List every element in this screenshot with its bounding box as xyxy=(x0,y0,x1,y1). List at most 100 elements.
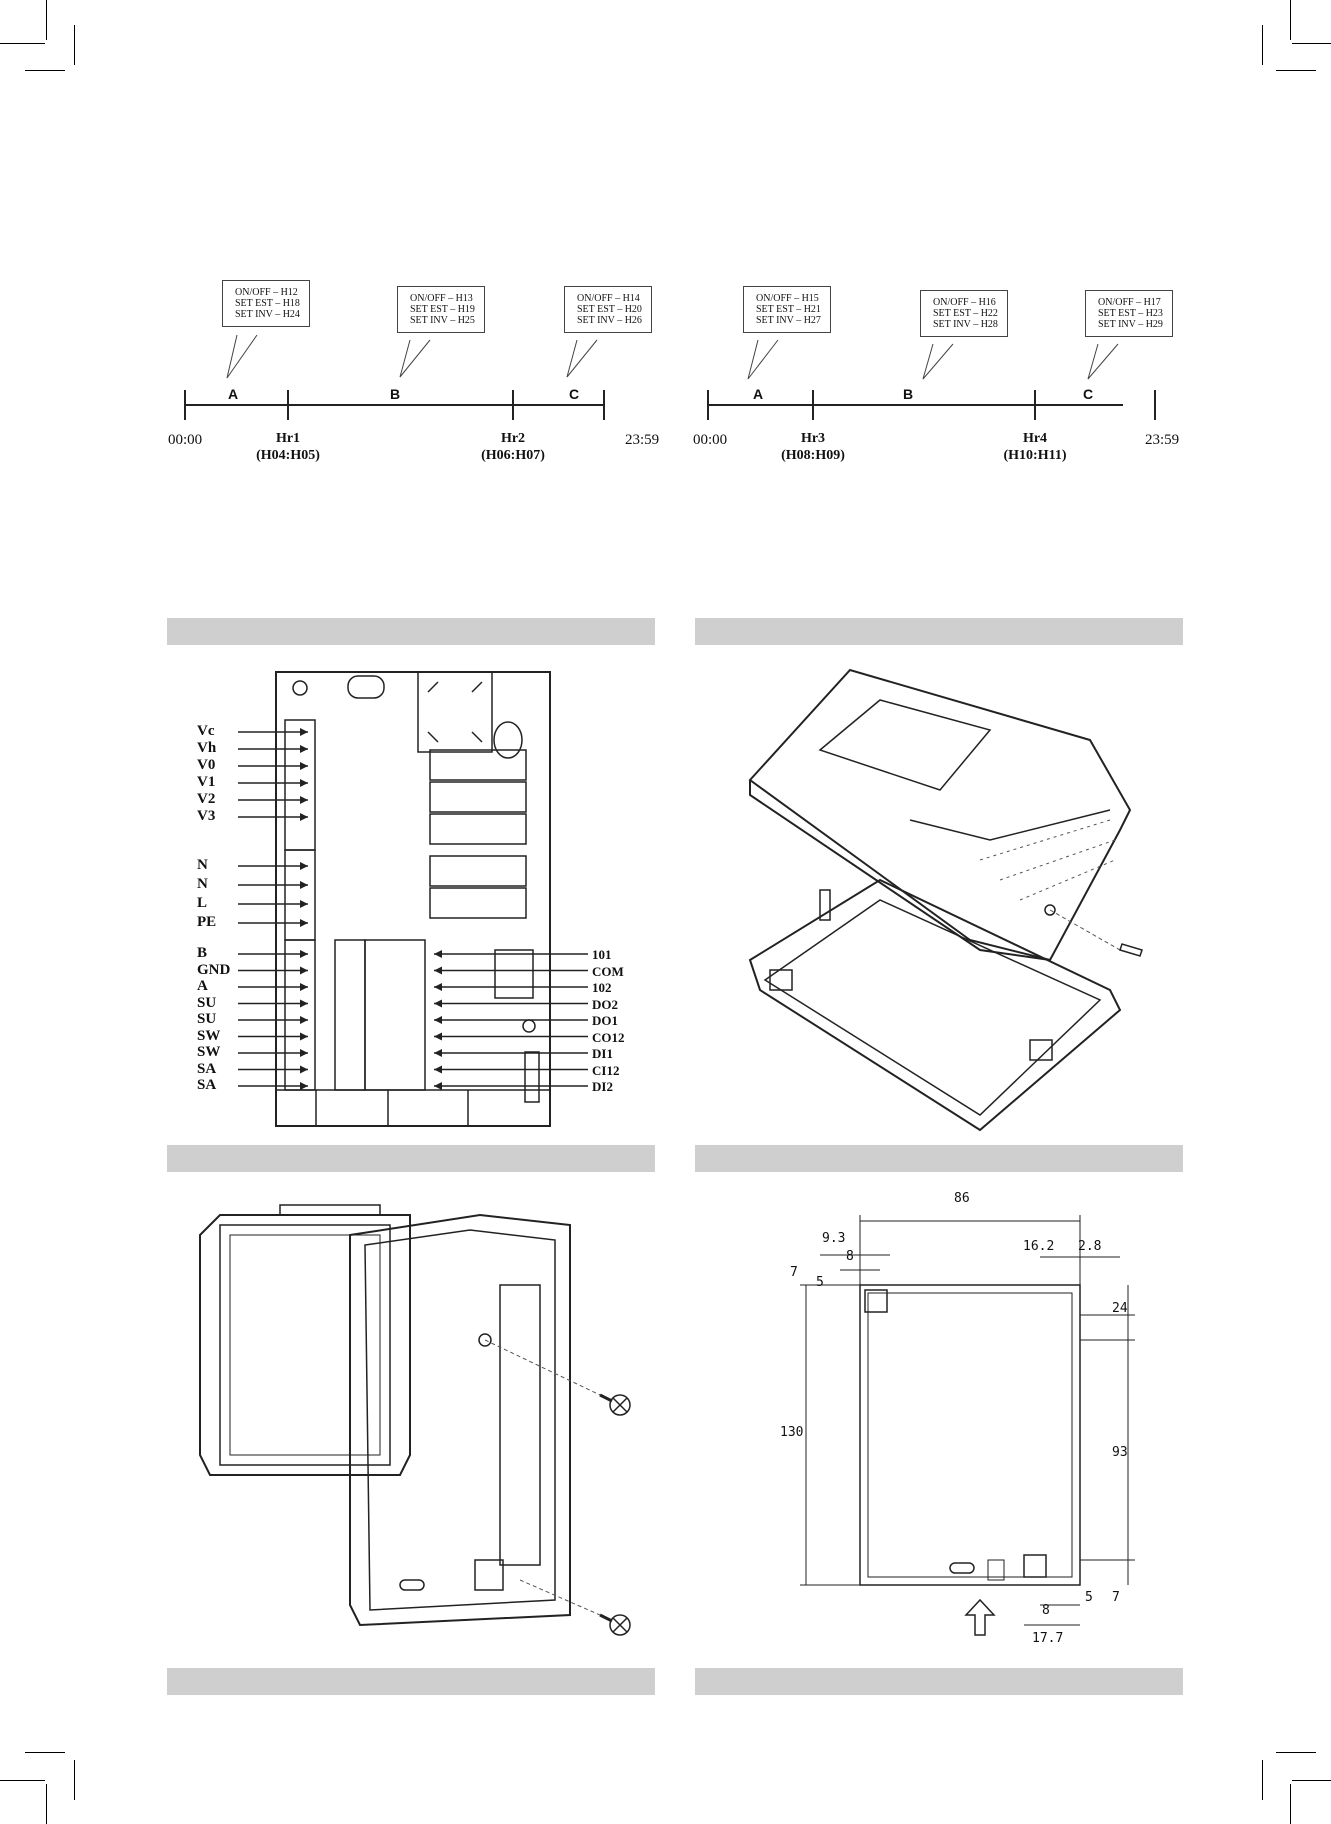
terminal-label: DI2 xyxy=(592,1079,613,1094)
marker-label: Hr4 (H10:H11) xyxy=(975,430,1095,464)
callout-line: SET INV – H25 xyxy=(410,315,475,326)
marker-name: Hr1 xyxy=(275,431,301,446)
terminal-label: B xyxy=(197,945,208,961)
callout-line: SET EST – H23 xyxy=(1098,308,1163,319)
callout-tail-icon xyxy=(1087,343,1119,380)
device-isometric xyxy=(730,660,1170,1140)
dim-label: 93 xyxy=(1112,1445,1128,1460)
callout-b: ON/OFF – H13 SET EST – H19 SET INV – H25 xyxy=(397,286,485,333)
dim-label: 5 xyxy=(816,1275,824,1290)
callout-tail-icon xyxy=(922,343,954,380)
wire-arrowhead xyxy=(300,762,308,770)
terminal-label: V3 xyxy=(197,808,216,824)
terminal-label: 101 xyxy=(592,947,612,962)
marker-label: Hr3 (H08:H09) xyxy=(753,430,873,464)
dim-label: 9.3 xyxy=(822,1231,846,1246)
wire-arrowhead xyxy=(300,983,308,991)
wire-arrowhead xyxy=(300,796,308,804)
callout-line: ON/OFF – H17 xyxy=(1098,297,1161,308)
dim-width: 86 xyxy=(954,1191,970,1206)
wire-arrows xyxy=(238,728,588,1090)
wire-arrowhead xyxy=(434,983,442,991)
time-end-label: 23:59 xyxy=(1145,432,1180,448)
crop-mark-br-h2 xyxy=(1276,1752,1316,1753)
wire-arrowhead xyxy=(434,1016,442,1024)
callout-line: SET EST – H18 xyxy=(235,298,300,309)
wire-arrowhead xyxy=(434,999,442,1008)
terminal-label: SA xyxy=(197,1060,217,1077)
terminal-label: SU xyxy=(197,1011,217,1027)
wire-arrowhead xyxy=(300,728,308,736)
timeline-1: ON/OFF – H12 SET EST – H18 SET INV – H24… xyxy=(168,270,690,480)
wiring-board-drawing xyxy=(275,671,551,1127)
terminal-label: Vh xyxy=(197,740,217,756)
marker-params: (H04:H05) xyxy=(256,448,320,463)
terminal-label: GND xyxy=(197,961,231,978)
terminal-label: SW xyxy=(197,1027,221,1044)
tick-start xyxy=(184,390,186,420)
wire-arrowhead xyxy=(434,950,442,958)
terminal-label: N xyxy=(197,857,208,873)
callout-line: SET INV – H27 xyxy=(756,315,821,326)
terminal-label: DI1 xyxy=(592,1046,613,1061)
timeline-2: ON/OFF – H15 SET EST – H21 SET INV – H27… xyxy=(693,270,1213,480)
terminal-label: N xyxy=(197,876,208,892)
time-start-label: 00:00 xyxy=(693,432,728,448)
crop-mark-tl-h2 xyxy=(25,70,65,71)
callout-line: SET EST – H22 xyxy=(933,308,998,319)
dim-label: 8 xyxy=(1042,1603,1050,1618)
tick-marker-2 xyxy=(1034,390,1036,420)
callout-c: ON/OFF – H17 SET EST – H23 SET INV – H29 xyxy=(1085,290,1173,337)
wire-arrowhead xyxy=(434,1032,442,1041)
dimension-lines-drawing xyxy=(800,1215,1135,1636)
marker-name: Hr2 xyxy=(500,431,526,446)
section-bar-mount-bottom xyxy=(167,1668,655,1695)
tick-end xyxy=(603,390,605,420)
wire-arrowhead xyxy=(300,1049,308,1057)
crop-mark-tr-h2 xyxy=(1276,70,1316,71)
segment-label: A xyxy=(228,386,239,402)
callout-tail-icon xyxy=(566,339,598,378)
dim-label: 24 xyxy=(1112,1301,1128,1316)
terminal-label: V0 xyxy=(197,757,216,773)
marker-label: Hr2 (H06:H07) xyxy=(453,430,573,464)
wire-arrowhead xyxy=(300,779,308,787)
terminal-label: V2 xyxy=(197,791,216,807)
wire-arrowhead xyxy=(434,1065,442,1074)
timeline-axis xyxy=(184,404,604,406)
callout-tail-icon xyxy=(399,339,431,378)
terminal-label: L xyxy=(197,895,208,911)
marker-params: (H08:H09) xyxy=(781,448,845,463)
dim-label: 7 xyxy=(1112,1590,1120,1605)
wire-arrowhead xyxy=(300,745,308,753)
terminal-label: CO12 xyxy=(592,1029,625,1045)
marker-params: (H10:H11) xyxy=(1003,448,1067,463)
terminal-label: 102 xyxy=(592,980,612,995)
segment-label: C xyxy=(569,386,580,402)
terminal-label: SW xyxy=(197,1044,221,1060)
callout-line: ON/OFF – H16 xyxy=(933,297,996,308)
crop-mark-tr-h xyxy=(1292,43,1331,44)
section-bar-wiring-top xyxy=(167,618,655,645)
wire-arrowhead xyxy=(300,900,308,908)
section-bar-dims-bottom xyxy=(695,1668,1183,1695)
terminal-label: PE xyxy=(197,914,217,930)
callout-line: SET INV – H26 xyxy=(577,315,642,326)
dim-label: 7 xyxy=(790,1265,798,1280)
callout-b: ON/OFF – H16 SET EST – H22 SET INV – H28 xyxy=(920,290,1008,337)
time-end-label: 23:59 xyxy=(625,432,660,448)
terminal-label: DO2 xyxy=(592,996,618,1012)
dim-label: 16.2 xyxy=(1023,1239,1055,1254)
wire-arrowhead xyxy=(300,862,308,870)
segment-label: A xyxy=(753,386,764,402)
dim-label: 5 xyxy=(1085,1590,1093,1605)
section-bar-device-top xyxy=(695,618,1183,645)
section-bar-wiring-bottom xyxy=(167,1145,655,1172)
crop-mark-br-h xyxy=(1292,1780,1331,1781)
tick-marker-2 xyxy=(512,390,514,420)
mounting-drawing xyxy=(180,1185,650,1655)
callout-line: ON/OFF – H13 xyxy=(410,293,473,304)
callout-line: ON/OFF – H15 xyxy=(756,293,819,304)
segment-label: B xyxy=(390,386,401,402)
crop-mark-tl-h xyxy=(0,43,45,44)
